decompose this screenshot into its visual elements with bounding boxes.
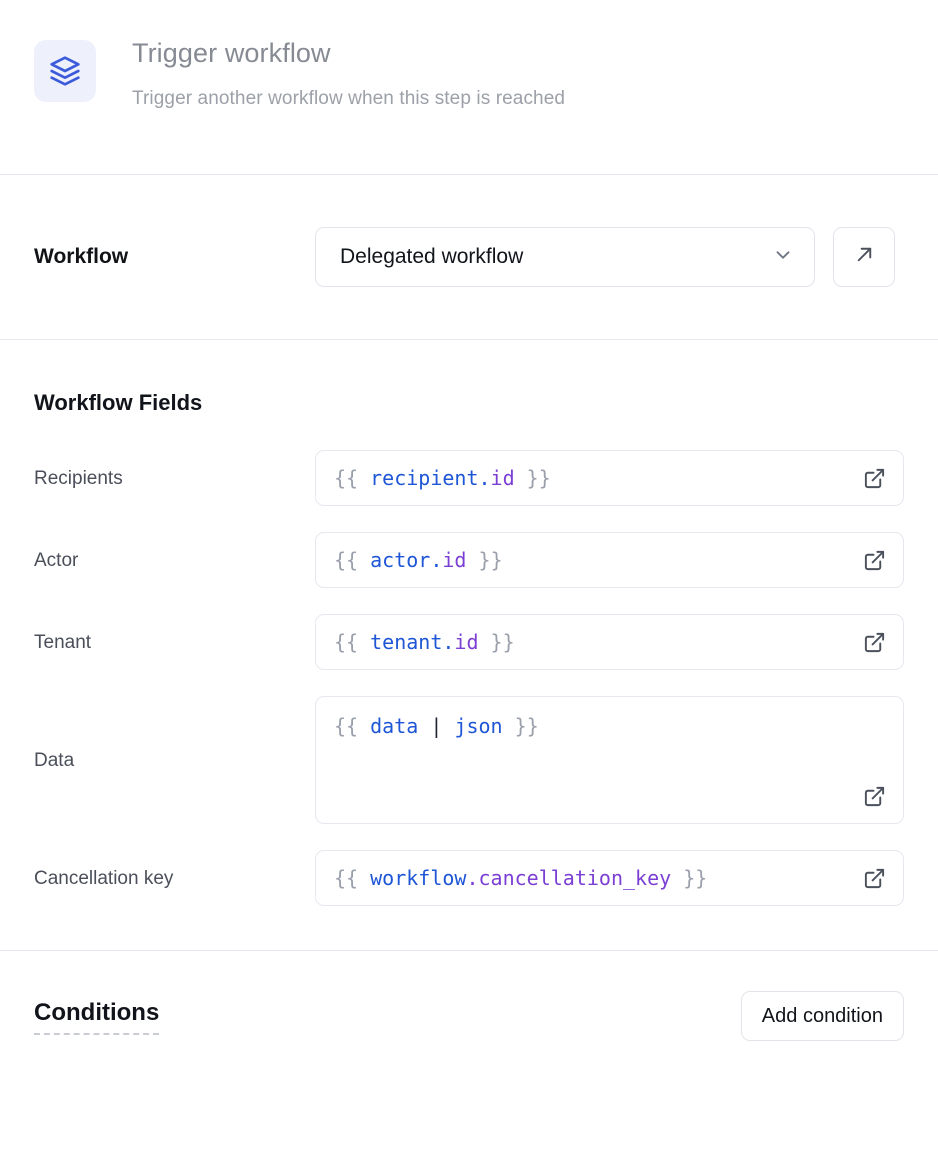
divider-conditions (0, 950, 938, 951)
page-title: Trigger workflow (132, 38, 331, 68)
workflow-select-row: Workflow Delegated workflow (0, 175, 938, 339)
arrow-up-right-icon (853, 243, 876, 271)
header-text-block: Trigger workflow Trigger another workflo… (132, 32, 565, 114)
divider-workflow (0, 339, 938, 340)
liquid-template-value: {{ actor.id }} (334, 548, 503, 572)
field-label: Tenant (34, 632, 92, 653)
add-condition-button[interactable]: Add condition (740, 991, 904, 1041)
external-link-icon[interactable] (859, 781, 889, 811)
liquid-template-value: {{ data | json }} (334, 714, 539, 738)
field-label: Data (34, 750, 75, 771)
liquid-template-value: {{ tenant.id }} (334, 630, 515, 654)
field-row: Actor {{ actor.id }} (34, 532, 904, 588)
liquid-template-input[interactable]: {{ actor.id }} (315, 532, 904, 588)
external-link-icon[interactable] (859, 545, 889, 575)
field-row: Tenant {{ tenant.id }} (34, 614, 904, 670)
liquid-template-input[interactable]: {{ workflow.cancellation_key }} (315, 850, 904, 906)
workflow-fields-section: Workflow Fields Recipients {{ recipient.i… (0, 340, 938, 950)
workflow-select-value: Delegated workflow (340, 245, 524, 268)
liquid-template-input[interactable]: {{ tenant.id }} (315, 614, 904, 670)
workflow-select[interactable]: Delegated workflow (315, 227, 815, 287)
panel-header: Trigger workflow Trigger another workflo… (0, 0, 938, 174)
field-row: Data {{ data | json }} (34, 696, 904, 824)
page-subtitle: Trigger another workflow when this step … (132, 88, 566, 109)
field-label: Actor (34, 550, 79, 571)
external-link-icon[interactable] (859, 863, 889, 893)
workflow-label: Workflow (34, 245, 129, 268)
field-label: Cancellation key (34, 868, 174, 889)
liquid-template-input[interactable]: {{ data | json }} (315, 696, 904, 824)
liquid-template-input[interactable]: {{ recipient.id }} (315, 450, 904, 506)
workflow-fields-title: Workflow Fields (34, 390, 203, 415)
conditions-section: Conditions Add condition (0, 951, 938, 1041)
divider-header (0, 174, 938, 175)
field-row: Recipients {{ recipient.id }} (34, 450, 904, 506)
conditions-title: Conditions (34, 998, 160, 1035)
liquid-template-value: {{ workflow.cancellation_key }} (334, 866, 708, 890)
workflow-fields-list: Recipients {{ recipient.id }} Actor {{ acto… (34, 450, 904, 906)
external-link-icon[interactable] (859, 463, 889, 493)
layers-icon (34, 40, 96, 102)
field-label: Recipients (34, 468, 123, 489)
open-workflow-button[interactable] (833, 227, 895, 287)
field-row: Cancellation key {{ workflow.cancellation… (34, 850, 904, 906)
chevron-down-icon (772, 244, 794, 271)
external-link-icon[interactable] (859, 627, 889, 657)
liquid-template-value: {{ recipient.id }} (334, 466, 551, 490)
